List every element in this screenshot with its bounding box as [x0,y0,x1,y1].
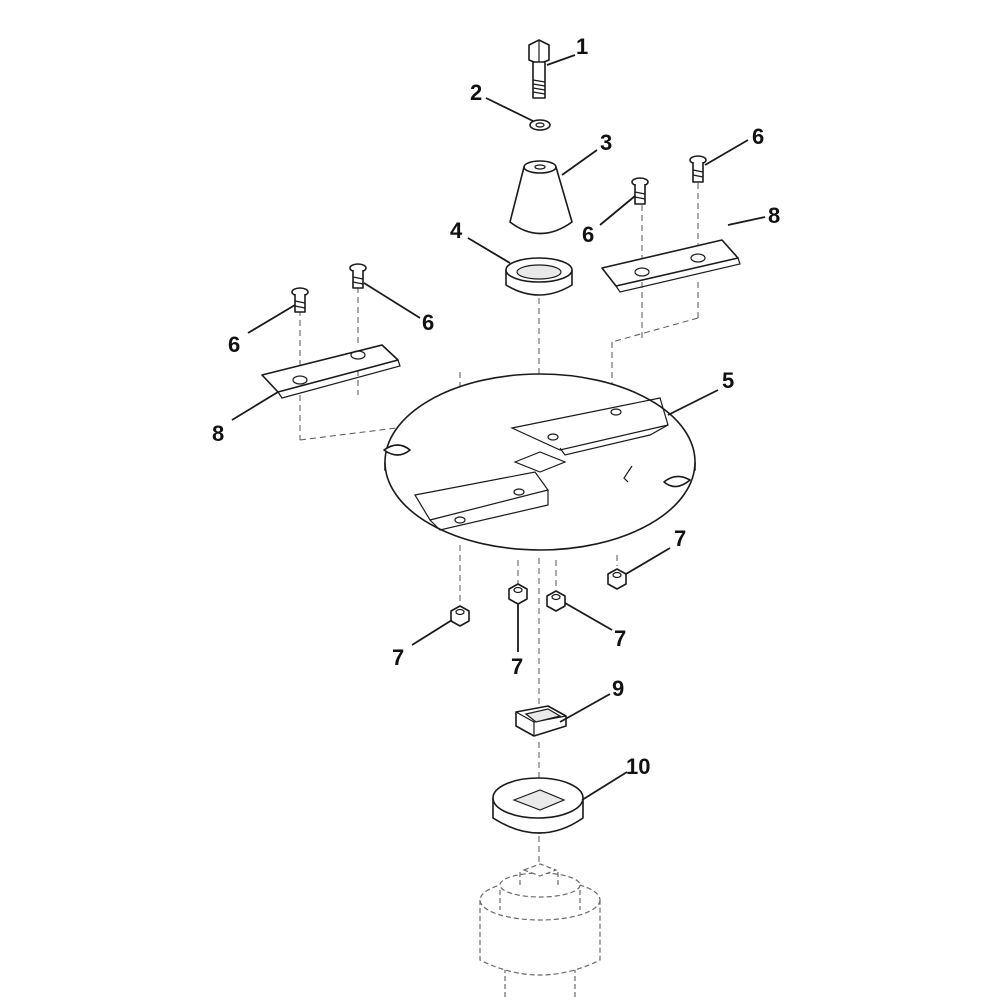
callout-3: 3 [600,130,612,155]
part-7-nut-center-right [546,590,566,612]
part-8-blade-right [601,239,741,293]
callout-8-right: 8 [768,203,780,228]
callout-9: 9 [612,676,624,701]
spindle-ghost-outline [479,863,601,1000]
part-4-bushing [505,257,573,296]
part-7-nut-center-left [508,583,528,605]
part-2-lock-washer [529,119,551,131]
part-10-drive-hub [492,777,584,834]
callout-5: 5 [722,368,734,393]
callout-7-left: 7 [392,645,404,670]
part-1-bolt [528,39,550,99]
part-6-screw-mid-right [631,177,649,205]
callout-6-mid-right: 6 [582,222,594,247]
part-3-cone [509,160,573,235]
callout-8-left: 8 [212,421,224,446]
callout-4: 4 [450,218,463,243]
callout-leaders [231,54,766,801]
callout-6-top-right: 6 [752,124,764,149]
callout-7-far-right: 7 [674,526,686,551]
part-8-blade-left [261,344,401,399]
callout-2: 2 [470,80,482,105]
callout-6-left-upper: 6 [422,310,434,335]
part-7-nut-far-right [607,568,627,590]
callout-labels: 1 2 3 4 5 6 6 6 6 7 7 7 7 8 8 9 10 [212,34,780,779]
callout-6-left-lower: 6 [228,332,240,357]
part-7-nut-left [450,605,470,627]
part-6-screw-top-right [689,155,707,183]
callout-1: 1 [576,34,588,59]
callout-7-center-right: 7 [614,626,626,651]
part-9-square-spacer [515,705,567,737]
part-5-blade-disc [383,373,696,551]
callout-7-center-left: 7 [511,654,523,679]
callout-10: 10 [626,754,650,779]
part-6-screw-left-lower [291,287,309,313]
part-6-screw-left-upper [349,263,367,289]
